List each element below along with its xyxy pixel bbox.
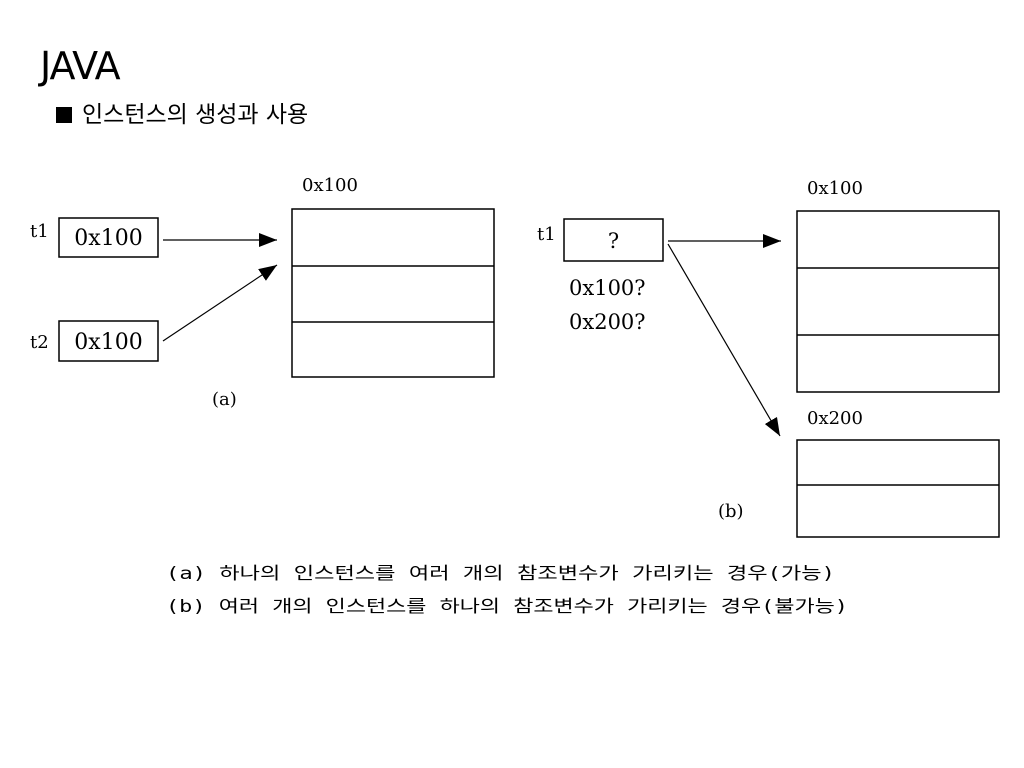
diagram-b-object1-address: 0x100 <box>807 178 863 199</box>
diagram-b-var-value: ? <box>608 229 619 253</box>
diagram-a-label: (a) <box>212 389 237 410</box>
diagram-b-var-name: t1 <box>537 224 556 245</box>
diagram-b: t1 ? 0x100? 0x200? 0x100 0x200 (b) <box>537 178 1000 538</box>
diagram-a-var1-value: 0x100 <box>74 226 142 251</box>
diagram-b-object2-address: 0x200 <box>807 408 863 429</box>
diagram-a-var2-box <box>58 320 159 362</box>
diagram-b-object1-box <box>796 210 1000 393</box>
diagram-b-object2-box <box>796 439 1000 538</box>
diagram-a-arrow-t2 <box>162 264 278 342</box>
diagram-b-question-1: 0x100? <box>569 276 646 300</box>
square-bullet-icon <box>56 107 72 123</box>
caption-a: (a) 하나의 인스턴스를 여러 개의 참조변수가 가리키는 경우(가능) <box>166 564 835 584</box>
diagram-b-var-box <box>563 218 664 262</box>
diagram-a: t1 0x100 t2 0x100 0x100 (a) <box>30 175 495 410</box>
diagram-b-arrow-to-object2 <box>667 243 781 437</box>
caption-b: (b) 여러 개의 인스턴스를 하나의 참조변수가 가리키는 경우(불가능) <box>166 597 848 617</box>
diagram-a-var1-box <box>58 217 159 258</box>
diagram-a-var1-name: t1 <box>30 221 49 242</box>
diagram-a-object-box <box>291 208 495 378</box>
diagram-a-var2-name: t2 <box>30 332 49 353</box>
slide-subtitle: 인스턴스의 생성과 사용 <box>56 98 308 132</box>
diagram-b-label: (b) <box>718 501 744 522</box>
diagram-b-question-2: 0x200? <box>569 310 646 334</box>
subtitle-text: 인스턴스의 생성과 사용 <box>82 102 309 128</box>
slide-title: JAVA <box>40 44 121 88</box>
diagram-a-object-address: 0x100 <box>302 175 358 196</box>
diagram-a-var2-value: 0x100 <box>74 330 142 355</box>
